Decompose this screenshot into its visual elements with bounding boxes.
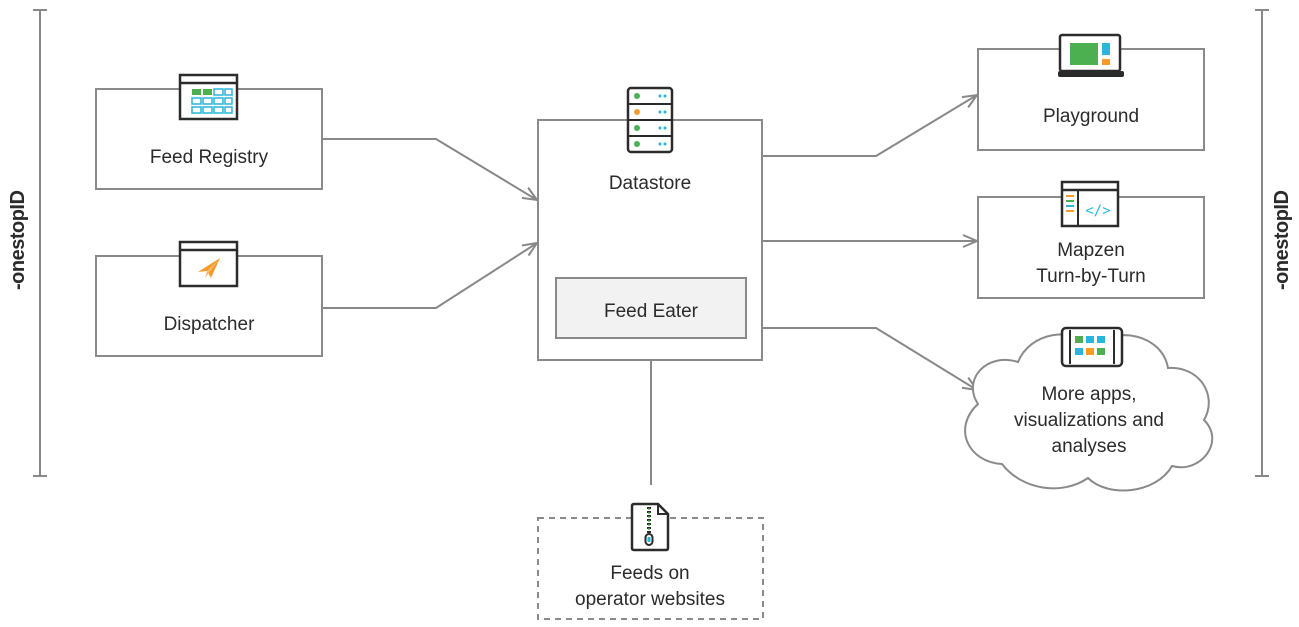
dispatcher-label: Dispatcher xyxy=(164,314,255,335)
edge-datastore-dispatcher xyxy=(323,243,537,308)
left-bracket xyxy=(33,9,47,477)
mapzen-label-line1: Mapzen xyxy=(1057,240,1125,261)
server-icon xyxy=(626,86,674,154)
mapzen-label-line2: Turn-by-Turn xyxy=(1036,266,1145,287)
feed-registry-label: Feed Registry xyxy=(150,147,269,168)
zip-file-icon xyxy=(630,502,670,552)
brand-label-left: -onestopID xyxy=(7,191,29,290)
svg-text:</>: </> xyxy=(1085,203,1110,219)
table-window-icon xyxy=(178,73,239,121)
datastore-label: Datastore xyxy=(609,173,691,194)
connectors xyxy=(323,95,977,485)
edge-datastore-playground xyxy=(763,95,977,157)
more-apps-label-line2: visualizations and xyxy=(1014,410,1164,431)
laptop-icon xyxy=(1058,33,1124,77)
feeds-label-line1: Feeds on xyxy=(610,563,689,584)
more-apps-node: More apps, visualizations and analyses xyxy=(964,333,1214,492)
feeds-label-line2: operator websites xyxy=(575,589,725,610)
feed-eater-node: Feed Eater xyxy=(555,277,747,339)
playground-label: Playground xyxy=(1043,106,1139,127)
brand-label-right: -onestopID xyxy=(1271,191,1293,290)
code-window-icon: </> xyxy=(1060,180,1120,228)
paper-plane-window-icon xyxy=(178,240,239,288)
right-bracket xyxy=(1255,9,1269,477)
edge-datastore-more-apps xyxy=(763,328,977,390)
tablet-icon xyxy=(1060,326,1124,368)
feed-eater-label: Feed Eater xyxy=(604,301,699,322)
edge-datastore-feed-registry xyxy=(323,139,537,200)
more-apps-label-line3: analyses xyxy=(1052,436,1127,457)
more-apps-label-line1: More apps, xyxy=(1041,384,1136,405)
